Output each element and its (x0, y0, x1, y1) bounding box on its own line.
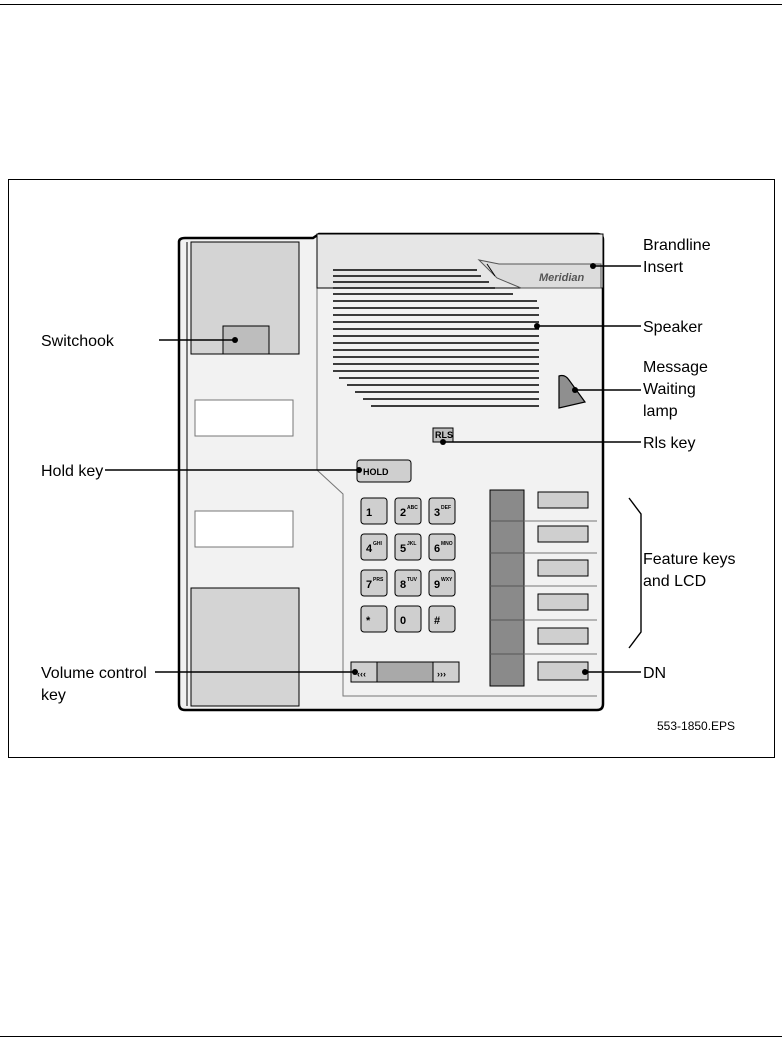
dial-key-digit: 5 (400, 543, 406, 555)
dial-key-letters: PRS (373, 577, 384, 583)
callout-dots (232, 263, 596, 675)
rls-key-label: RLS (435, 430, 453, 440)
dial-key-digit: 0 (400, 615, 406, 627)
brand-logo-text: Meridian (539, 272, 585, 284)
dial-key-face[interactable] (360, 605, 388, 633)
dial-key-letters: DEF (441, 505, 451, 511)
dial-key-face[interactable] (394, 605, 422, 633)
dial-key[interactable]: 1 (360, 497, 388, 525)
dial-key-letters: GHI (373, 541, 383, 547)
speaker-grille (333, 269, 539, 407)
number-card-lower (194, 510, 294, 548)
dial-key-letters: WXY (441, 577, 453, 583)
feature-key-dividers (524, 520, 597, 655)
volume-down-icon[interactable]: ‹‹‹ (357, 669, 366, 679)
callout-dn: DN (643, 665, 666, 682)
feature-key-4[interactable] (537, 593, 589, 611)
message-waiting-lamp (558, 374, 587, 409)
dial-key-digit: 7 (366, 579, 372, 591)
display-strip (489, 489, 525, 687)
dn-key[interactable] (537, 661, 589, 681)
dial-key-face[interactable] (428, 605, 456, 633)
feature-key-5[interactable] (537, 627, 589, 645)
brandline-insert (477, 259, 602, 289)
dial-key-digit: # (434, 615, 440, 627)
dial-key-face[interactable] (394, 533, 422, 561)
dial-key-digit: 2 (400, 507, 406, 519)
dial-key-face[interactable] (394, 569, 422, 597)
dial-key-letters: TUV (407, 577, 418, 583)
top-rule (0, 4, 782, 5)
feature-key-3[interactable] (537, 559, 589, 577)
insert-notch (486, 263, 496, 277)
dial-key-face[interactable] (360, 533, 388, 561)
callout-message-waiting-1: Message (643, 359, 708, 376)
feature-key-1[interactable] (537, 491, 589, 509)
number-card-upper (194, 399, 294, 437)
callout-feature-keys-1: Feature keys (643, 551, 735, 568)
callout-hold-key: Hold key (41, 463, 103, 480)
dial-key-digit: 3 (434, 507, 440, 519)
callout-message-waiting-2: Waiting (643, 381, 696, 398)
dial-key[interactable]: * (360, 605, 388, 633)
dial-key[interactable]: # (428, 605, 456, 633)
volume-bar-center (376, 661, 434, 683)
callout-volume-control-2: key (41, 687, 66, 704)
volume-up-icon[interactable]: ››› (437, 669, 446, 679)
callout-volume-control-1: Volume control (41, 665, 147, 682)
dial-key-digit: 4 (366, 543, 373, 555)
dial-key-letters: JKL (407, 541, 416, 547)
dial-key-digit: 1 (366, 507, 372, 519)
callout-feature-keys-2: and LCD (643, 573, 706, 590)
display-strip-dividers (490, 520, 524, 655)
panel-divider (316, 238, 597, 697)
dial-key-face[interactable] (360, 497, 388, 525)
callout-brandline-insert-1: Brandline (643, 237, 711, 254)
callout-switchook: Switchook (41, 333, 115, 350)
callout-rls-key: Rls key (643, 435, 695, 452)
figure-id: 553-1850.EPS (657, 719, 735, 733)
callout-brandline-insert-2: Insert (643, 259, 684, 276)
dial-key-face[interactable] (428, 569, 456, 597)
dial-key-face[interactable] (428, 533, 456, 561)
dial-key-digit: 8 (400, 579, 406, 591)
dial-key-face[interactable] (428, 497, 456, 525)
callout-leaders (105, 265, 641, 673)
callout-message-waiting-3: lamp (643, 403, 678, 420)
feature-keys-bracket (628, 497, 642, 649)
bottom-rule (0, 1036, 782, 1037)
dial-key-face[interactable] (394, 497, 422, 525)
handset-bottom (190, 587, 300, 707)
dial-key-digit: 9 (434, 579, 440, 591)
feature-key-2[interactable] (537, 525, 589, 543)
dial-key-digit: 6 (434, 543, 440, 555)
callout-speaker: Speaker (643, 319, 703, 336)
dial-key-letters: ABC (407, 505, 418, 511)
dial-key-face[interactable] (360, 569, 388, 597)
dial-key-digit: * (366, 615, 371, 627)
dial-key-letters: MNO (441, 541, 453, 547)
hold-key-label: HOLD (363, 467, 389, 477)
dial-key[interactable]: 0 (394, 605, 422, 633)
